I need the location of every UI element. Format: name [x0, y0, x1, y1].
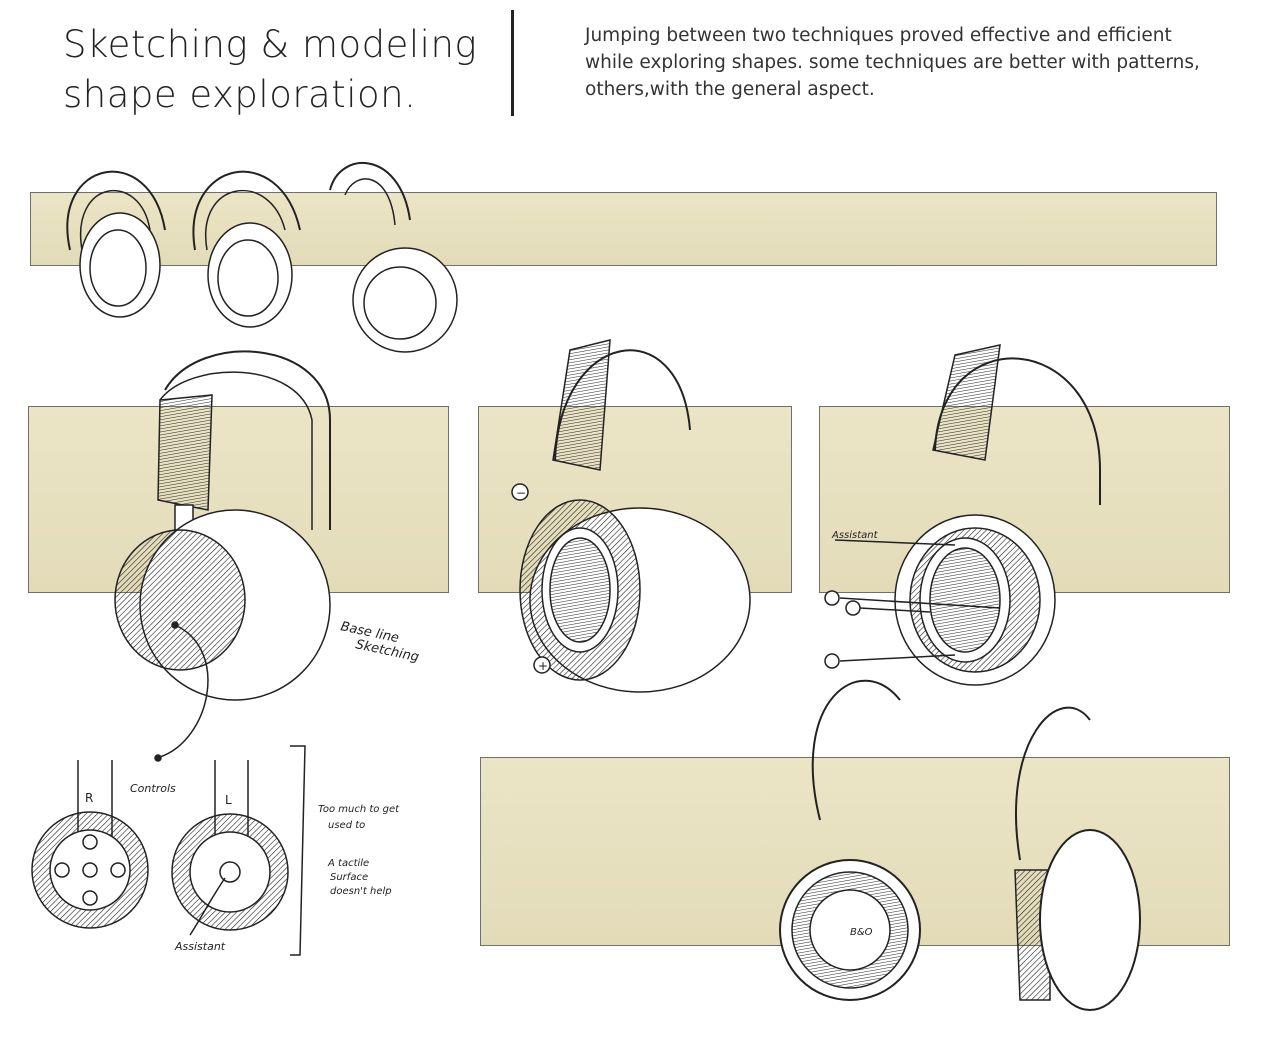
controls-label: Controls [130, 782, 176, 795]
note-1-line-2: used to [328, 820, 365, 831]
headphone-sketch-middle [511, 339, 751, 693]
title-line-2: shape exploration. [63, 73, 417, 116]
assistant-label-right: Assistant [831, 530, 879, 541]
divider [511, 10, 514, 116]
note-1-line-1: Too much to get [318, 804, 400, 815]
note-2-line-2: Surface [330, 872, 368, 883]
brand-mark: B&O [850, 927, 873, 938]
thumbnail-sketch-3 [329, 161, 458, 353]
headphone-sketch-bottom-right [1014, 706, 1141, 1011]
headphone-sketch-right [824, 344, 1101, 686]
headphone-sketch-baseline [114, 350, 331, 762]
right-label: R [85, 791, 93, 805]
thumbnail-sketch-1 [66, 170, 166, 318]
description: Jumping between two techniques proved ef… [585, 25, 1200, 100]
minus-symbol: − [516, 486, 526, 500]
bracket [290, 745, 306, 956]
headphone-sketch-bottom-left [779, 679, 921, 1001]
page-title: Sketching & modeling shape exploration. [63, 20, 477, 120]
controls-sketch-left [171, 760, 289, 936]
left-label: L [225, 793, 232, 807]
note-2-line-3: doesn't help [330, 886, 392, 897]
title-line-1: Sketching & modeling [63, 23, 478, 66]
plus-symbol: + [538, 659, 548, 673]
assistant-label-left: Assistant [174, 940, 226, 953]
thumbnail-sketch-2 [192, 170, 301, 328]
note-2-line-1: A tactile [327, 858, 369, 869]
controls-sketch-right [31, 760, 149, 929]
